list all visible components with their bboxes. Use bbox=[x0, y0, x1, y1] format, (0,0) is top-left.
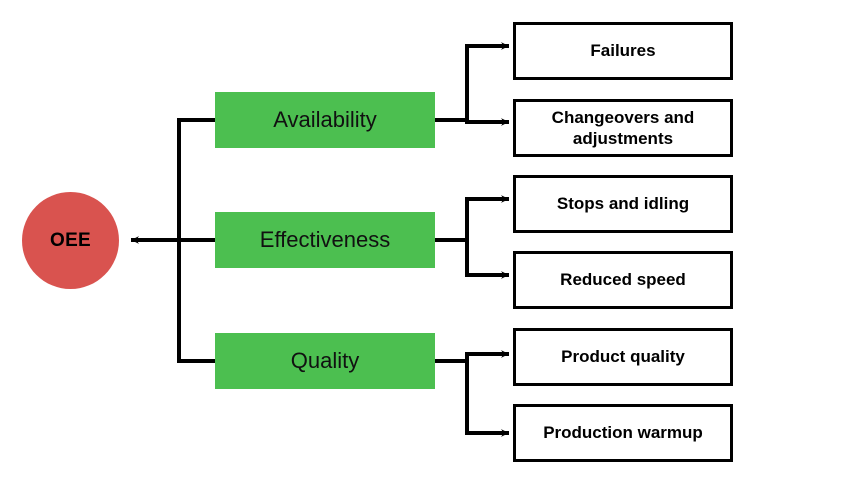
category-box-availability[interactable]: Availability bbox=[215, 92, 435, 148]
loss-box-changeovers-and-adjustments[interactable]: Changeovers and adjustments bbox=[513, 99, 733, 157]
category-box-effectiveness[interactable]: Effectiveness bbox=[215, 212, 435, 268]
loss-label-production-warmup: Production warmup bbox=[543, 423, 703, 443]
category-label-effectiveness: Effectiveness bbox=[259, 226, 391, 252]
category-label-availability: Availability bbox=[273, 106, 377, 132]
loss-label-product-quality: Product quality bbox=[561, 347, 685, 367]
loss-box-reduced-speed[interactable]: Reduced speed bbox=[513, 251, 733, 309]
category-box-quality[interactable]: Quality bbox=[215, 333, 435, 389]
loss-label-reduced-speed: Reduced speed bbox=[560, 270, 686, 290]
loss-box-production-warmup[interactable]: Production warmup bbox=[513, 404, 733, 462]
oee-root-label: OEE bbox=[49, 229, 92, 251]
category-label-quality: Quality bbox=[290, 347, 360, 373]
loss-label-stops-and-idling: Stops and idling bbox=[556, 194, 690, 214]
loss-box-product-quality[interactable]: Product quality bbox=[513, 328, 733, 386]
loss-box-stops-and-idling[interactable]: Stops and idling bbox=[513, 175, 733, 233]
loss-box-failures[interactable]: Failures bbox=[513, 22, 733, 80]
oee-root-node[interactable]: OEE bbox=[22, 192, 119, 289]
loss-label-changeovers-and-adjustments: Changeovers and adjustments bbox=[551, 107, 695, 148]
loss-label-failures: Failures bbox=[590, 41, 656, 61]
